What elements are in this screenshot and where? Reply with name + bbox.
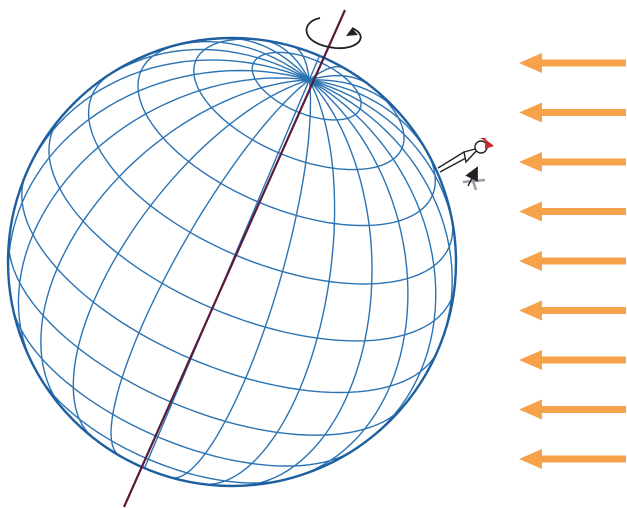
sunlight-arrow-shaft: [535, 406, 626, 413]
meridian-line: [72, 79, 310, 437]
meridian-line: [110, 79, 310, 456]
sunlight-arrow: [519, 350, 626, 370]
sunlight-arrow-shaft: [535, 59, 626, 67]
sunlight-arrow-shaft: [535, 158, 626, 166]
sunlight-arrow: [519, 102, 626, 123]
sunlight-arrow-shaft: [535, 356, 626, 364]
sunlight-arrow: [519, 53, 626, 73]
meridian-line: [40, 79, 310, 409]
stick-figure-icon: [437, 138, 494, 191]
meridian-line: [8, 69, 310, 282]
observer-hat: [485, 139, 494, 149]
sunlight-arrow-head: [519, 399, 542, 420]
observer-leg: [439, 157, 467, 173]
meridian-line: [309, 74, 369, 85]
meridian-line: [265, 39, 310, 81]
sunlight-arrow-head: [519, 300, 542, 321]
sunlight-arrow-shaft: [535, 257, 626, 265]
observer-hat-tip: [480, 138, 486, 141]
sunlight-arrows: [519, 53, 626, 469]
meridian-line: [174, 41, 310, 81]
rotation-axis: [122, 9, 347, 508]
meridian-line: [297, 79, 409, 477]
sunlight-arrow: [519, 152, 626, 172]
meridian-line: [25, 59, 310, 175]
sunlight-arrow-head: [519, 201, 542, 222]
meridian-line: [308, 79, 437, 437]
parallel-line: [48, 120, 455, 342]
sunlight-arrow-head: [519, 53, 542, 73]
meridian-line: [309, 79, 455, 233]
sunlight-arrow: [519, 449, 626, 469]
sunlight-arrow-head: [519, 251, 542, 271]
sunlight-arrow-shaft: [535, 307, 626, 314]
sunlight-arrow: [519, 399, 626, 420]
observer-leg: [437, 151, 465, 169]
meridian-line: [309, 79, 453, 350]
sunlight-arrow-shaft: [535, 208, 626, 215]
observer-body: [463, 146, 482, 164]
sunlight-arrow-head: [519, 152, 542, 172]
graticule: [8, 38, 455, 486]
meridian-line: [203, 79, 336, 486]
sunlight-arrow-head: [519, 102, 542, 123]
observer-arrow: [465, 166, 478, 187]
globe-outline: [6, 36, 458, 488]
sunlight-arrow: [519, 201, 626, 222]
sunlight-arrow-head: [519, 449, 542, 469]
sunlight-arrow: [519, 251, 626, 271]
sunlight-arrow-shaft: [535, 109, 626, 116]
meridian-line: [294, 46, 310, 80]
meridian-line: [171, 79, 312, 479]
globe: [6, 36, 458, 488]
counterclockwise-rotation-icon: [305, 17, 362, 49]
sunlight-arrow-shaft: [535, 455, 626, 463]
meridian-line: [17, 77, 310, 364]
meridian-line: [309, 79, 428, 153]
sunlight-arrow: [519, 300, 626, 321]
meridian-line: [245, 79, 373, 486]
sunlight-arrow-head: [519, 350, 542, 370]
meridian-line: [98, 48, 310, 83]
parallel-line: [8, 240, 404, 436]
